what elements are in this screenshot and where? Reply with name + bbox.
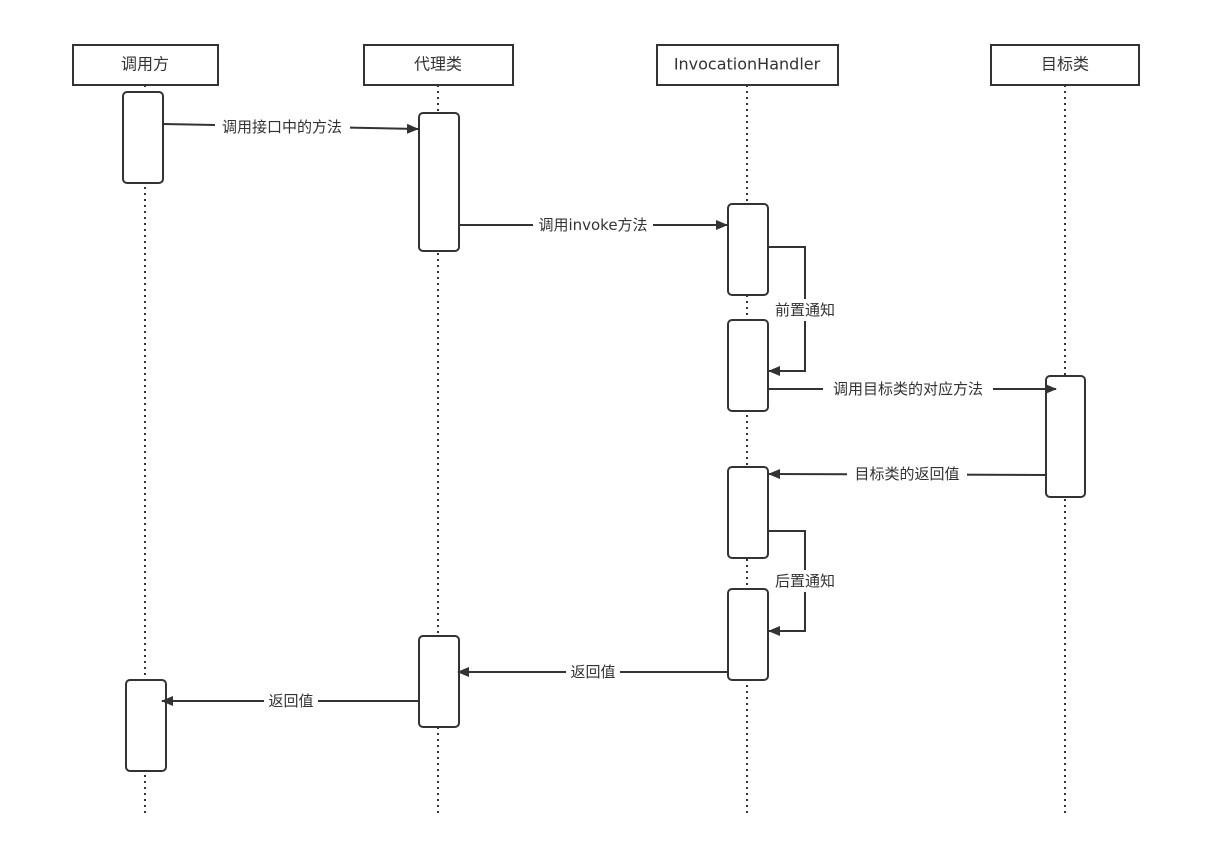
message-before-advice-label: 前置通知	[775, 301, 835, 319]
message-call-target-label: 调用目标类的对应方法	[833, 380, 983, 398]
activation-proxy-2	[418, 635, 460, 728]
message-return-to-proxy: 返回值	[457, 661, 728, 683]
message-call-invoke-label: 调用invoke方法	[538, 216, 647, 234]
participant-target: 目标类	[990, 44, 1140, 86]
participant-proxy-label: 代理类	[414, 55, 462, 74]
message-return-to-proxy-label: 返回值	[570, 663, 615, 681]
activation-target-1	[1045, 375, 1086, 498]
participant-proxy: 代理类	[363, 44, 514, 86]
message-call-invoke: 调用invoke方法	[459, 214, 728, 236]
message-call-interface-label: 调用接口中的方法	[222, 118, 342, 136]
message-call-target: 调用目标类的对应方法	[768, 378, 1057, 400]
message-return-to-caller-label: 返回值	[268, 692, 313, 710]
activation-handler-3	[727, 466, 769, 559]
message-target-return-label: 目标类的返回值	[854, 465, 959, 483]
message-after-advice-label: 后置通知	[775, 572, 835, 590]
message-after-advice: 后置通知	[768, 530, 839, 636]
participant-target-label: 目标类	[1041, 55, 1089, 74]
participant-caller: 调用方	[72, 44, 219, 86]
activation-proxy-1	[418, 112, 460, 252]
activation-handler-4	[727, 588, 769, 681]
participant-handler-label: InvocationHandler	[674, 55, 821, 74]
activation-handler-2	[727, 319, 769, 412]
message-target-return: 目标类的返回值	[768, 463, 1047, 485]
participant-handler: InvocationHandler	[656, 44, 839, 86]
message-before-advice: 前置通知	[768, 246, 839, 376]
activation-caller-1	[122, 91, 164, 184]
message-return-to-caller: 返回值	[161, 690, 419, 712]
activation-caller-2	[125, 679, 167, 772]
participant-caller-label: 调用方	[121, 55, 169, 74]
message-call-interface: 调用接口中的方法	[162, 116, 419, 138]
activation-handler-1	[727, 203, 769, 296]
